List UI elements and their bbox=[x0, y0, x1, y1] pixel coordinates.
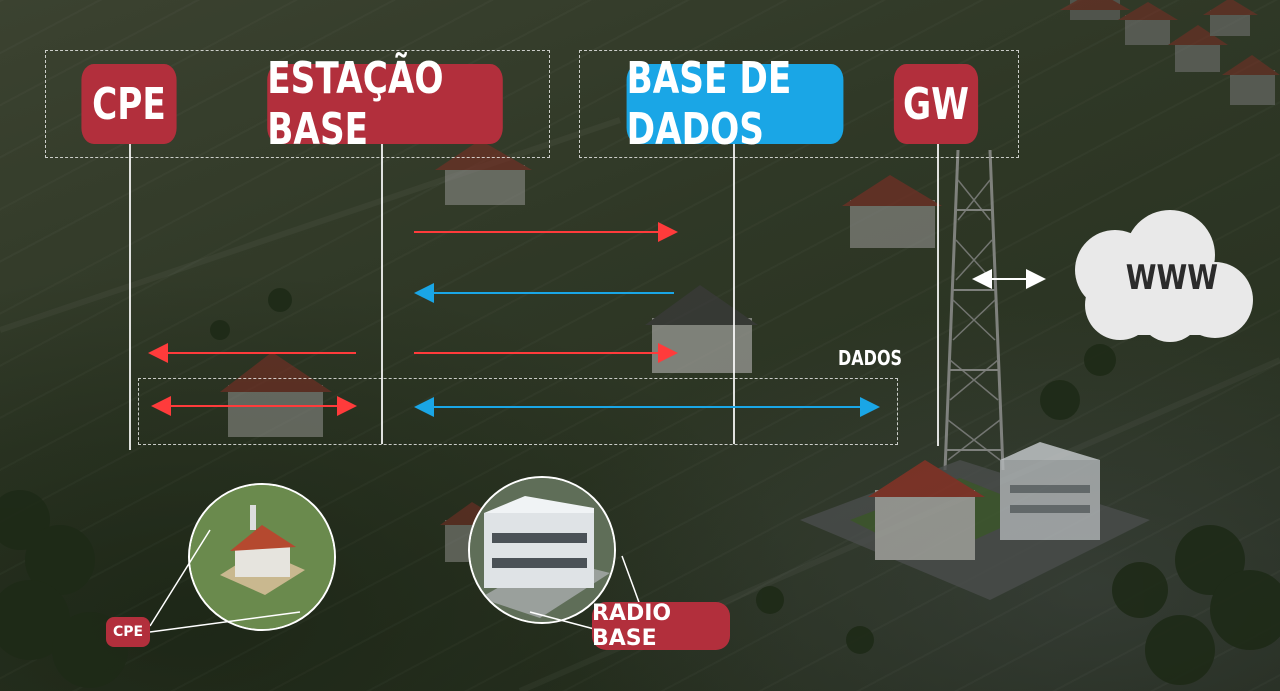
house-1 bbox=[435, 140, 532, 205]
group-box-access bbox=[45, 50, 550, 158]
trees bbox=[0, 288, 1280, 688]
radio-base-tag: RADIO BASE bbox=[592, 601, 730, 651]
village-houses bbox=[1060, 0, 1280, 105]
lifeline-estacao-base bbox=[381, 144, 383, 444]
gw-header-pill: GW bbox=[893, 64, 979, 144]
base-site bbox=[800, 442, 1150, 600]
lifeline-cpe bbox=[129, 144, 131, 450]
lifeline-base-de-dados bbox=[733, 144, 735, 444]
dados-label: DADOS bbox=[838, 346, 903, 370]
group-box-core bbox=[579, 50, 1019, 158]
cpe-tag: CPE bbox=[106, 617, 150, 647]
dados-box bbox=[138, 378, 898, 445]
cpe-house-icon bbox=[190, 485, 334, 629]
radio-tower bbox=[943, 149, 1005, 471]
house-2 bbox=[842, 175, 942, 248]
lifeline-gw bbox=[937, 144, 939, 446]
cpe-house-zoom bbox=[188, 483, 336, 631]
radio-base-zoom bbox=[468, 476, 616, 624]
radio-base-building-icon bbox=[470, 478, 614, 622]
cpe-header-pill: CPE bbox=[81, 64, 177, 144]
